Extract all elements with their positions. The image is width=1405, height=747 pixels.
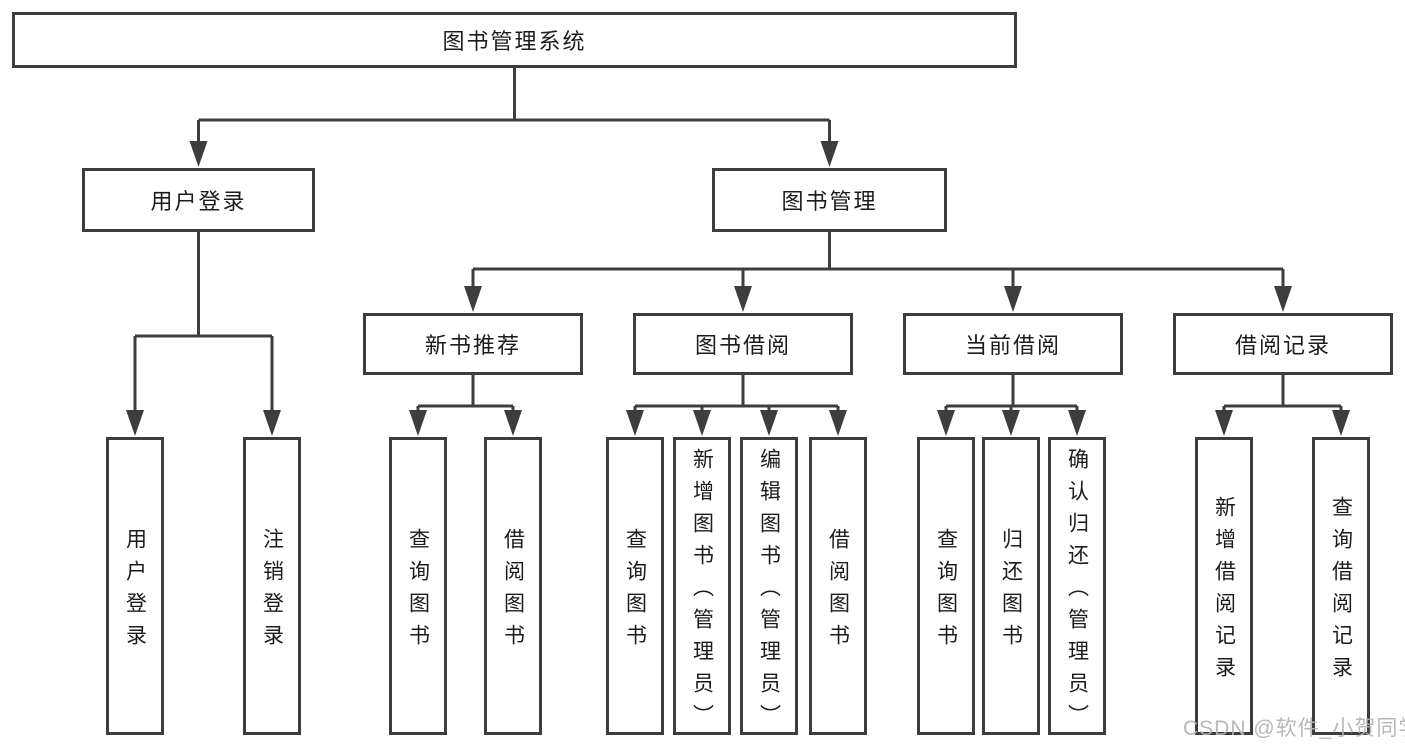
node-leaf-borrow-books: 借阅图书 [484, 437, 542, 735]
node-leaf-label: 新增借阅记录 [1212, 495, 1236, 688]
node-book-borrow-label: 图书借阅 [694, 333, 791, 358]
arrowhead-down-icon [126, 410, 281, 436]
node-book-manage-label: 图书管理 [781, 189, 878, 214]
node-leaf-borrow-books: 借阅图书 [809, 437, 867, 735]
arrowhead-down-icon [464, 286, 1292, 312]
node-current-borrow: 当前借阅 [903, 313, 1123, 375]
arrowhead-down-icon [937, 410, 1086, 436]
connector-root-to-level2 [189, 68, 839, 167]
node-leaf-add-book-admin: 新增图书（管理员） [673, 437, 731, 736]
node-root: 图书管理系统 [12, 12, 1017, 68]
node-leaf-query-books: 查询图书 [389, 437, 447, 735]
node-leaf-logout: 注销登录 [243, 437, 301, 735]
node-leaf-query-borrow-record: 查询借阅记录 [1312, 437, 1370, 735]
node-leaf-label: 借阅图书 [501, 527, 525, 656]
arrowhead-down-icon [626, 410, 847, 436]
node-book-manage: 图书管理 [712, 168, 947, 232]
node-leaf-confirm-return-admin: 确认归还（管理员） [1048, 437, 1106, 736]
connector-book-manage-sections [464, 232, 1292, 312]
arrowhead-down-icon [1215, 410, 1350, 436]
arrowhead-down-icon [189, 141, 839, 167]
node-leaf-edit-book-admin: 编辑图书（管理员） [740, 437, 798, 736]
node-leaf-query-books: 查询图书 [606, 437, 664, 735]
node-leaf-user-login: 用户登录 [106, 437, 164, 735]
node-new-book-recommend-label: 新书推荐 [424, 333, 521, 358]
node-root-label: 图书管理系统 [442, 29, 587, 54]
connector-current-borrow-children [937, 375, 1086, 436]
connector-new-book-children [409, 375, 522, 436]
arrowhead-down-icon [409, 410, 522, 436]
node-leaf-label: 查询图书 [623, 527, 647, 656]
node-leaf-label: 查询图书 [934, 527, 958, 656]
connector-user-login-children [126, 232, 281, 436]
node-book-borrow: 图书借阅 [633, 313, 853, 375]
node-leaf-label: 归还图书 [999, 527, 1023, 656]
node-leaf-label: 编辑图书（管理员） [757, 447, 781, 736]
node-leaf-label: 借阅图书 [826, 527, 850, 656]
node-leaf-add-borrow-record: 新增借阅记录 [1195, 437, 1253, 735]
node-borrow-records-label: 借阅记录 [1234, 333, 1331, 358]
connector-borrow-records-children [1215, 375, 1350, 436]
node-leaf-label: 新增图书（管理员） [690, 447, 714, 736]
node-leaf-label: 查询借阅记录 [1329, 495, 1353, 688]
node-new-book-recommend: 新书推荐 [363, 313, 583, 375]
node-user-login: 用户登录 [82, 168, 315, 232]
node-borrow-records: 借阅记录 [1173, 313, 1393, 375]
node-user-login-label: 用户登录 [150, 189, 247, 214]
csdn-watermark: CSDN @软件_小贺同学 [1183, 717, 1405, 740]
node-leaf-label: 确认归还（管理员） [1065, 447, 1089, 736]
node-leaf-return-books: 归还图书 [982, 437, 1040, 735]
node-current-borrow-label: 当前借阅 [964, 333, 1061, 358]
connector-book-borrow-children [626, 375, 847, 436]
node-leaf-label: 注销登录 [260, 527, 284, 656]
node-leaf-label: 用户登录 [123, 527, 147, 656]
node-leaf-label: 查询图书 [406, 527, 430, 656]
node-leaf-query-books: 查询图书 [917, 437, 975, 735]
